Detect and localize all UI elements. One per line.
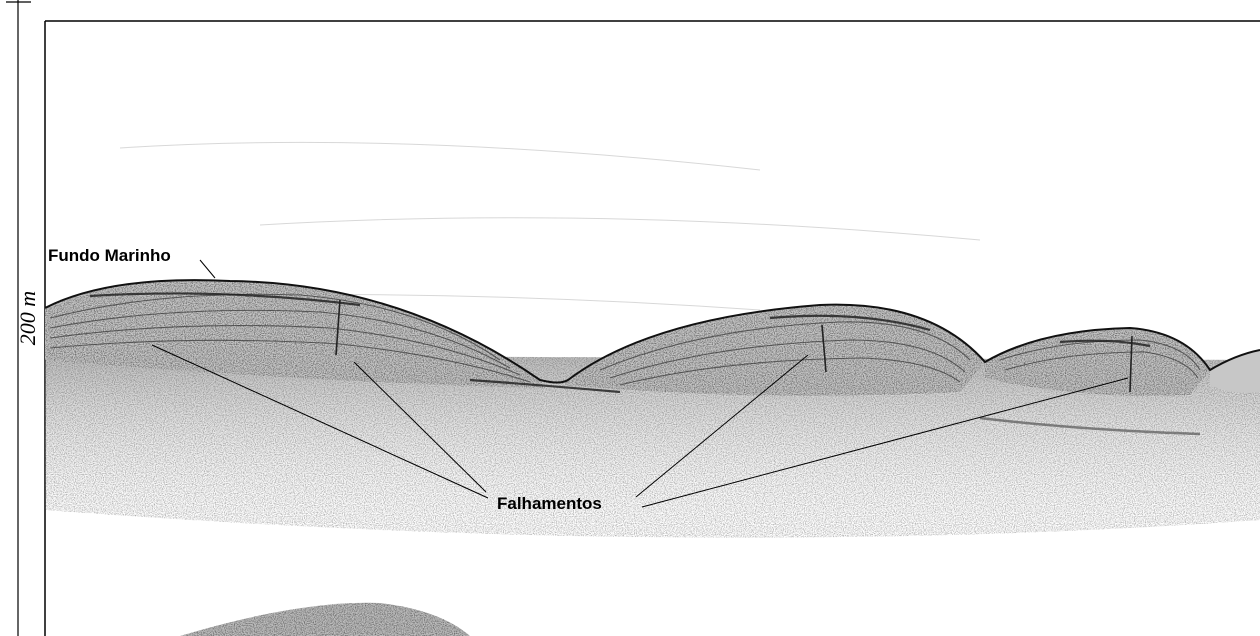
scale-bar: 200 m	[6, 0, 40, 636]
mound-4	[1210, 350, 1260, 393]
faults-label: Falhamentos	[497, 494, 602, 513]
scale-bar-label: 200 m	[15, 291, 40, 345]
seafloor-label: Fundo Marinho	[48, 246, 171, 265]
seafloor-annotation: Fundo Marinho	[48, 246, 215, 278]
seafloor-leader	[200, 260, 215, 278]
